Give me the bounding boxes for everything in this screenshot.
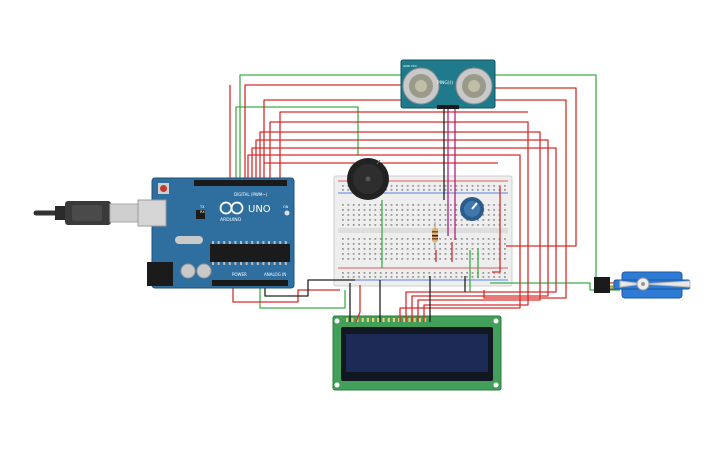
- resistor[interactable]: [432, 222, 438, 248]
- lcd-display[interactable]: [332, 315, 502, 391]
- digital-header: [194, 180, 287, 186]
- arduino-uno-board[interactable]: UNO ARDUINO DIGITAL (PWM~) POWER ANALOG …: [137, 177, 295, 289]
- on-label: ON: [283, 205, 289, 209]
- power-pins-label: POWER: [232, 272, 247, 277]
- arduino-brand-label: ARDUINO: [220, 217, 242, 223]
- power-jack: [147, 262, 173, 286]
- potentiometer[interactable]: [460, 197, 484, 221]
- power-analog-header: [212, 280, 288, 286]
- analog-pins-label: ANALOG IN: [264, 272, 286, 277]
- usb-port: [137, 199, 167, 227]
- wires: [229, 74, 620, 323]
- piezo-buzzer[interactable]: [347, 158, 389, 200]
- sensor-pin-label: GND VCC: [403, 64, 417, 68]
- reset-button[interactable]: [160, 185, 167, 192]
- arduino-model-label: UNO: [248, 204, 271, 215]
- ultrasonic-sensor[interactable]: PING))) GND VCC: [400, 59, 496, 109]
- tx-label: TX: [199, 205, 205, 209]
- lcd-screen: [346, 334, 488, 372]
- usb-cable: [33, 201, 141, 225]
- digital-pins-label: DIGITAL (PWM~): [234, 192, 268, 197]
- chip-pins: [212, 241, 287, 265]
- servo-motor[interactable]: [594, 271, 691, 299]
- rx-label: RX: [200, 210, 205, 214]
- atmega-chip: [210, 244, 290, 262]
- sensor-model-label: PING))): [437, 80, 453, 86]
- arduino-logo-icon: [219, 201, 244, 215]
